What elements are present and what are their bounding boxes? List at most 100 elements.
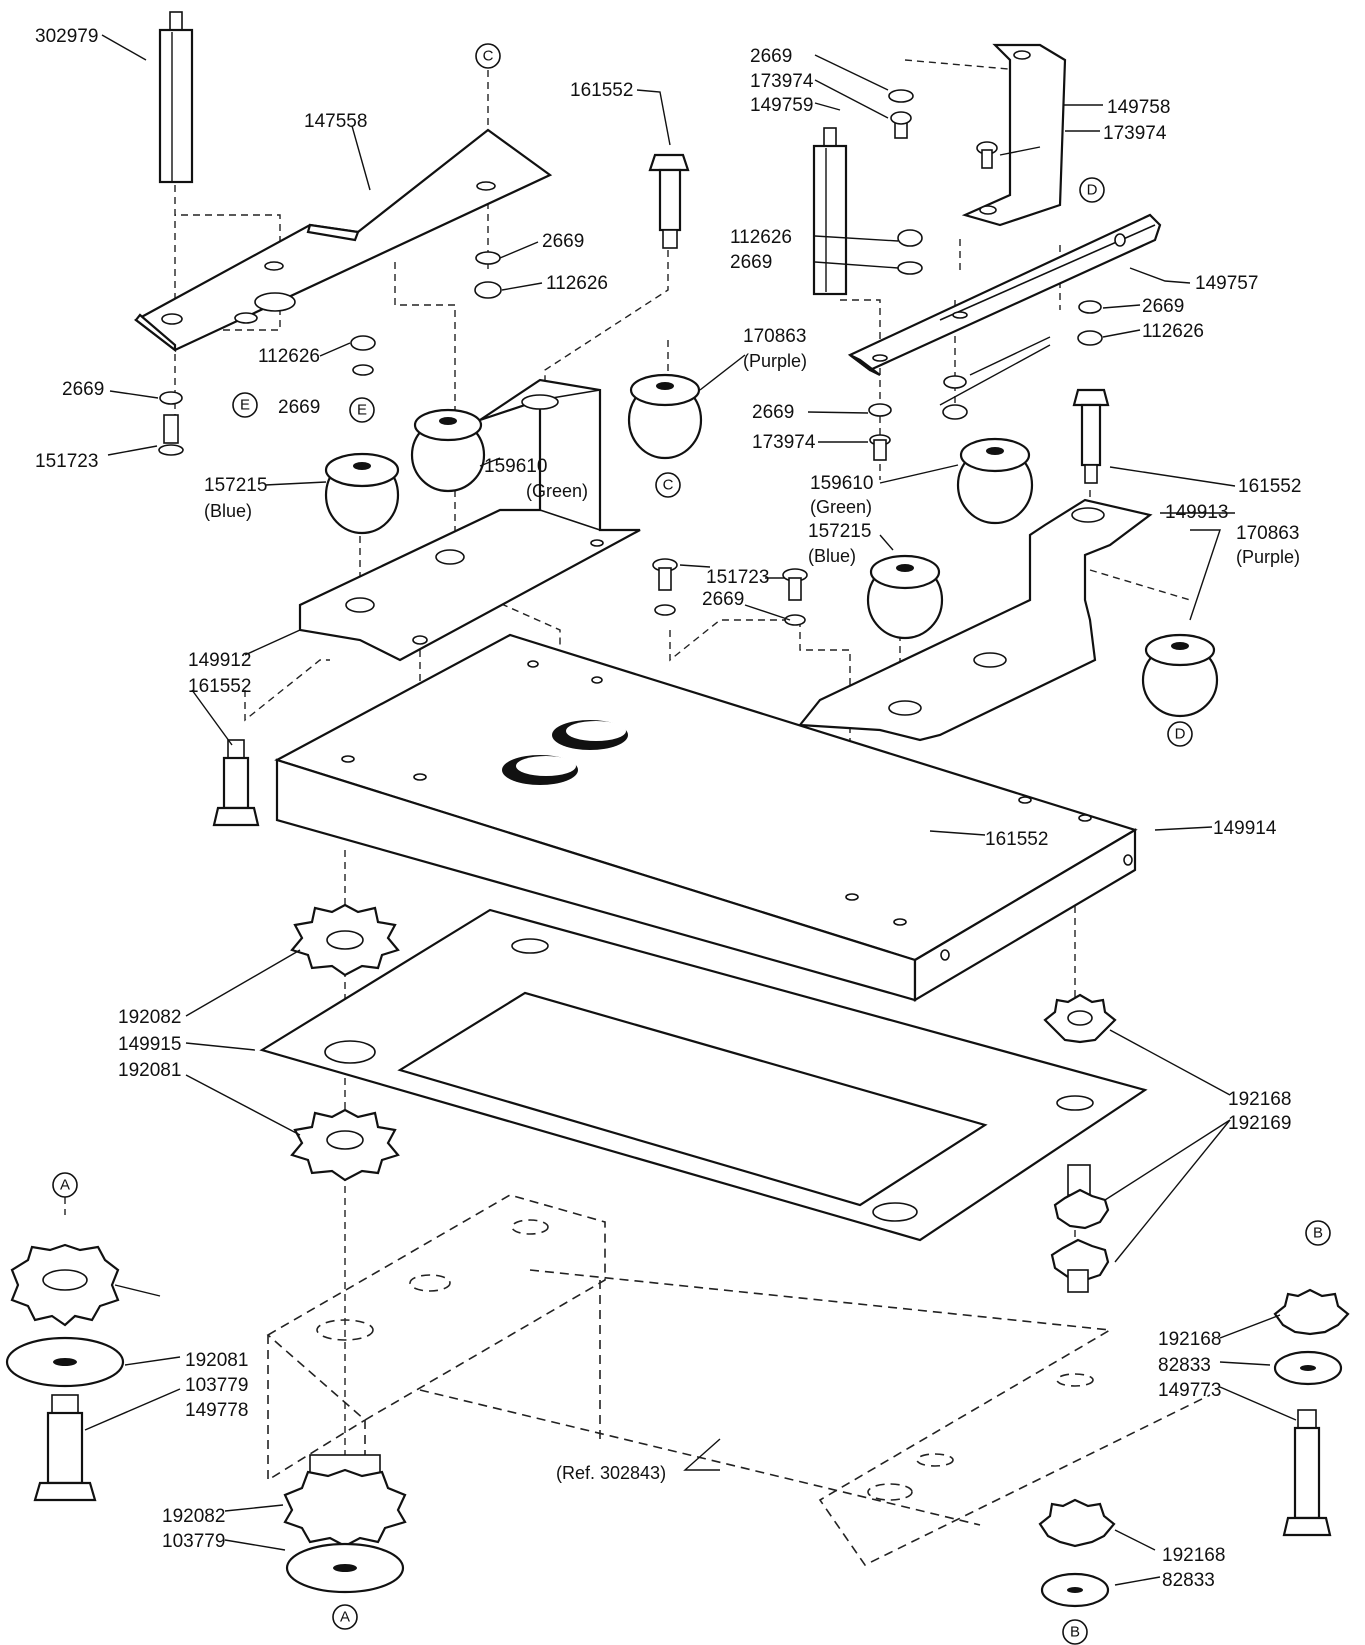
label-192081-a: 192081 (118, 1060, 181, 1081)
star-washer-192168-top (1043, 993, 1117, 1044)
label-173974-top: 173974 (750, 71, 814, 92)
mount-157215-left (324, 452, 400, 535)
hardware-top-right (868, 89, 1103, 461)
callout-A-top-text: A (60, 1177, 70, 1194)
mount-159610-right (956, 437, 1034, 525)
star-washer-192082-top (290, 903, 400, 977)
label-302979: 302979 (35, 26, 98, 47)
label-161552-right: 161552 (1238, 476, 1301, 497)
label-112626-d: 112626 (1142, 321, 1204, 342)
assembly-B-right (1273, 1288, 1350, 1537)
callout-D-mid-text: D (1175, 726, 1186, 743)
label-149915: 149915 (118, 1034, 181, 1055)
hardware-mid (652, 558, 808, 626)
plate-149914 (274, 633, 1138, 1002)
label-2669-top-right: 2669 (750, 46, 792, 67)
callout-E-left: E (232, 392, 258, 418)
label-157215-left-color: (Blue) (204, 501, 252, 521)
screw-161552-left (212, 739, 260, 827)
label-112626-a: 112626 (546, 273, 608, 294)
label-173974-mid: 173974 (752, 432, 816, 453)
callout-A-bottom-text: A (340, 1609, 350, 1626)
callout-D-mid: D (1167, 721, 1193, 747)
label-151723-left: 151723 (35, 451, 98, 472)
bracket-149757 (847, 213, 1162, 376)
label-2669-b: 2669 (278, 397, 320, 418)
standoff-149759 (812, 127, 848, 296)
callout-C-top-text: C (483, 48, 494, 65)
label-2669-f: 2669 (752, 402, 794, 423)
label-149778: 149778 (185, 1400, 248, 1421)
assembly-A-left (5, 1243, 125, 1502)
callout-D-top-text: D (1087, 182, 1098, 199)
label-159610-right: 159610 (810, 473, 873, 494)
label-161552-top: 161552 (570, 80, 633, 101)
bracket-149758 (961, 43, 1067, 227)
label-192168-b: 192168 (1158, 1329, 1221, 1350)
mount-170863-top (627, 373, 703, 460)
mount-159610-left (410, 408, 486, 493)
label-151723-mid: 151723 (706, 567, 769, 588)
label-192082-a: 192082 (118, 1007, 181, 1028)
label-2669-d: 2669 (730, 252, 772, 273)
label-149757: 149757 (1195, 273, 1258, 294)
label-157215-right: 157215 (808, 521, 871, 542)
assembly-B-bottom (1038, 1498, 1116, 1608)
label-173974-right: 173974 (1103, 123, 1167, 144)
callout-D-top: D (1079, 177, 1105, 203)
bracket-147558 (133, 128, 553, 353)
callout-B-bottom-text: B (1070, 1624, 1080, 1641)
callout-A-bottom: A (332, 1604, 358, 1630)
label-192169: 192169 (1228, 1113, 1291, 1134)
mount-157215-right (866, 554, 944, 640)
label-149758: 149758 (1107, 97, 1170, 118)
callout-B-top-text: B (1313, 1225, 1323, 1242)
label-157215-left: 157215 (204, 475, 267, 496)
callout-C-top: C (475, 43, 501, 69)
bracket-149913 (797, 498, 1153, 742)
callout-E-left-text: E (240, 397, 250, 414)
label-192081-b: 192081 (185, 1350, 248, 1371)
label-161552-left: 161552 (188, 676, 251, 697)
label-170863-right: 170863 (1236, 523, 1299, 544)
gasket-149915 (259, 908, 1148, 1242)
label-149759: 149759 (750, 95, 813, 116)
standoff-302979 (158, 11, 194, 184)
label-192082-b: 192082 (162, 1506, 225, 1527)
callout-C-mid: C (655, 472, 681, 498)
callout-B-top: B (1305, 1220, 1331, 1246)
label-192168-c: 192168 (1162, 1545, 1225, 1566)
mount-170863-right (1141, 633, 1219, 718)
part-labels: 302979 147558 161552 2669 112626 112626 … (35, 26, 1301, 1591)
callout-C-mid-text: C (663, 477, 674, 494)
fitting-192169-a (1053, 1164, 1110, 1230)
label-ref-302843: (Ref. 302843) (556, 1463, 666, 1483)
star-washer-192081-mid (290, 1108, 400, 1182)
label-170863-top: 170863 (743, 326, 806, 347)
label-159610-left: 159610 (484, 456, 547, 477)
label-2669-c: 2669 (62, 379, 104, 400)
label-170863-top-color: (Purple) (743, 351, 807, 371)
label-112626-c: 112626 (730, 227, 792, 248)
hardware-left (158, 251, 502, 456)
label-161552-bottom: 161552 (985, 829, 1048, 850)
label-147558: 147558 (304, 111, 367, 132)
callout-E-mid: E (349, 397, 375, 423)
label-2669-e: 2669 (1142, 296, 1184, 317)
label-103779-b: 103779 (162, 1531, 225, 1552)
callout-E-mid-text: E (357, 402, 367, 419)
leader-lines (84, 34, 1297, 1586)
label-159610-right-color: (Green) (810, 497, 872, 517)
label-149914: 149914 (1213, 818, 1277, 839)
label-149912: 149912 (188, 650, 251, 671)
fitting-192169-b (1050, 1238, 1110, 1293)
screw-161552-top (648, 153, 690, 249)
label-112626-b: 112626 (258, 346, 320, 367)
label-192168-a: 192168 (1228, 1089, 1291, 1110)
label-157215-right-color: (Blue) (808, 546, 856, 566)
label-149773: 149773 (1158, 1380, 1221, 1401)
label-82833-a: 82833 (1158, 1355, 1211, 1376)
callout-A-top: A (52, 1172, 78, 1198)
bracket-149912 (298, 378, 641, 662)
label-149913: 149913 (1165, 502, 1228, 523)
